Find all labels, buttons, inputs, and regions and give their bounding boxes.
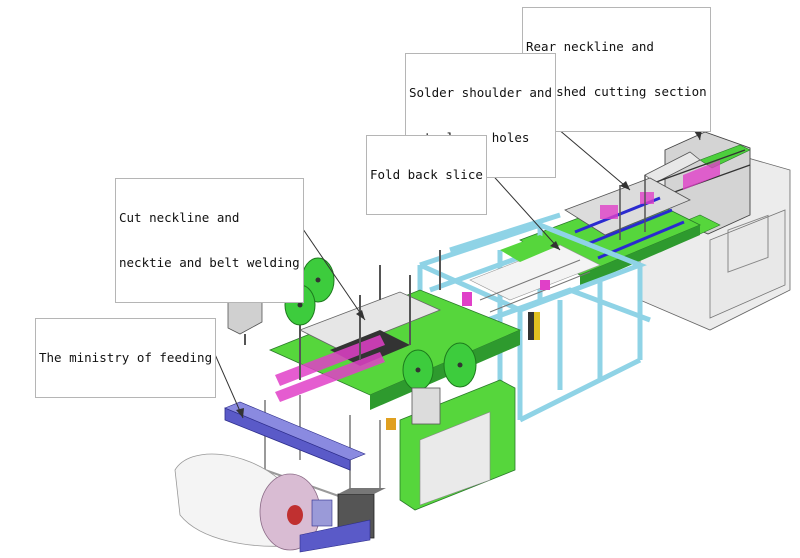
neckline-cutting-section — [268, 250, 522, 511]
leader-arrowheads — [236, 130, 702, 418]
callout-cut-neckline-line2: necktie and belt welding — [119, 255, 300, 270]
callout-cut-neckline: Cut neckline and necktie and belt weldin… — [115, 178, 304, 303]
callout-feeding-line1: The ministry of feeding — [39, 350, 213, 365]
callout-rear-neckline-line1: Rear neckline and — [526, 39, 654, 54]
callout-fold-back: Fold back slice — [366, 135, 487, 215]
callout-solder-shoulder-line1: Solder shoulder and — [409, 85, 552, 100]
callout-cut-neckline-line1: Cut neckline and — [119, 210, 240, 225]
callout-fold-back-line1: Fold back slice — [370, 167, 483, 182]
fold-back-details — [462, 235, 601, 340]
callout-feeding: The ministry of feeding — [35, 318, 217, 398]
